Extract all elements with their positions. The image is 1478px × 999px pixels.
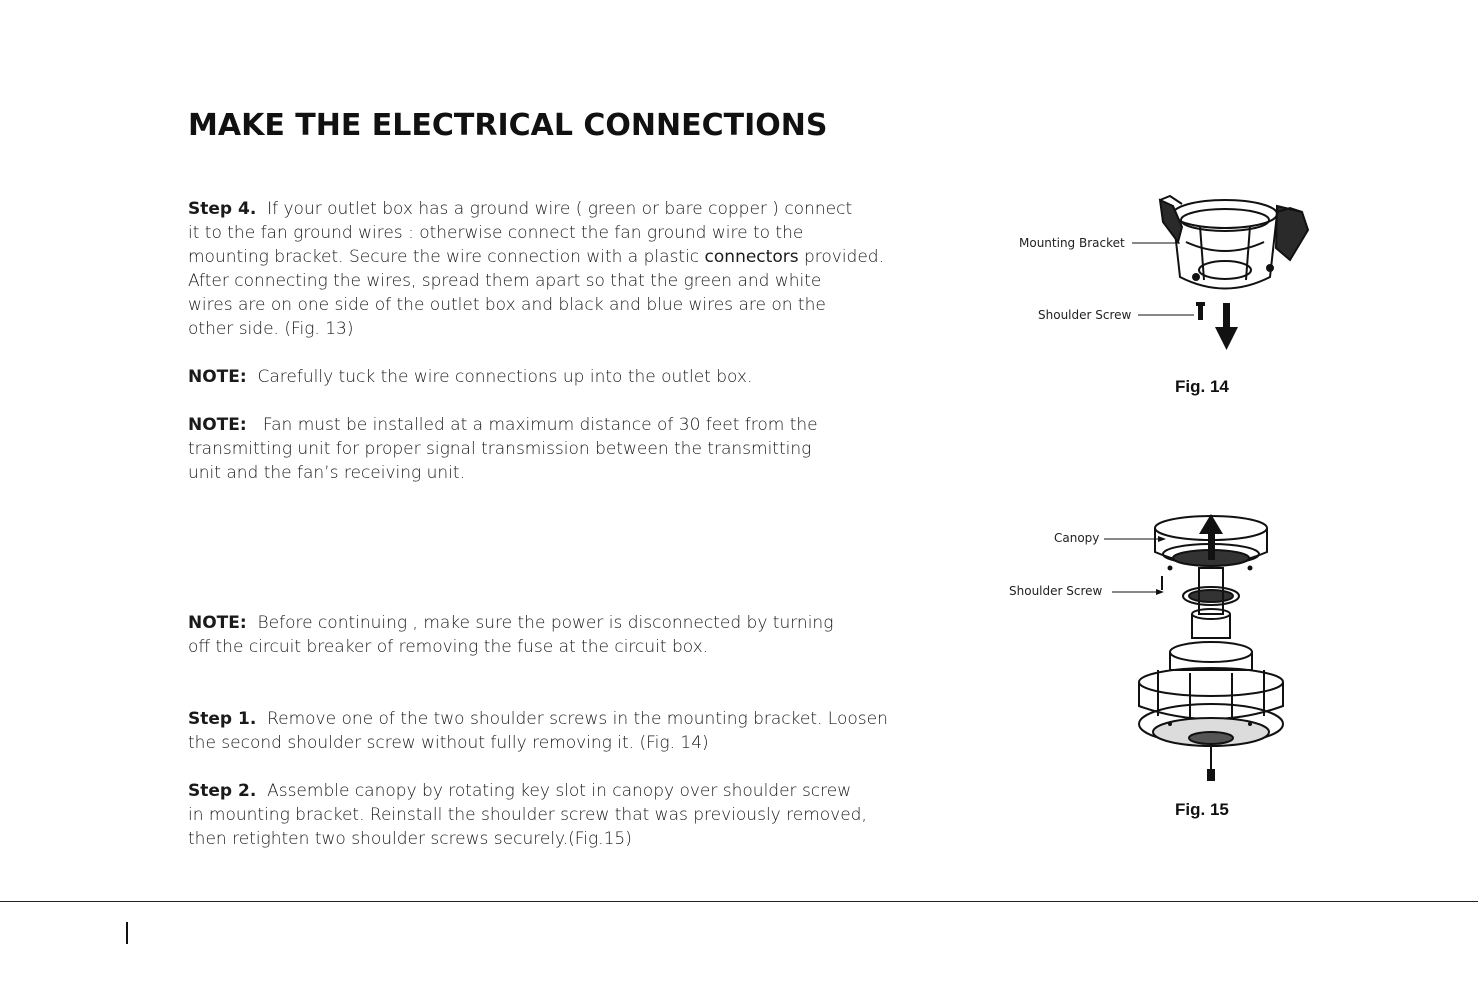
step4-line-1: If your outlet box has a ground wire ( g… [267,199,853,219]
note2-paragraph: NOTE: Fan must be installed at a maximum… [188,413,948,485]
note1-paragraph: NOTE: Carefully tuck the wire connection… [188,365,948,389]
step1-line-2: the second shoulder screw without fully … [188,733,709,753]
shoulder-screw-shape [1198,302,1203,320]
note2-line-2: transmitting unit for proper signal tran… [188,439,812,459]
step4-line-4: After connecting the wires, spread them … [188,271,822,291]
note2-line-1: Fan must be installed at a maximum dista… [262,415,818,435]
leader-line [1112,589,1164,595]
step4-bold-word: connectors [704,247,799,267]
note1-text: Carefully tuck the wire connections up i… [257,367,753,387]
step2-paragraph: Step 2. Assemble canopy by rotating key … [188,779,948,851]
note1-label: NOTE: [188,367,247,387]
step4-line-6: other side. (Fig. 13) [188,319,354,339]
step4-line-3: mounting bracket. Secure the wire connec… [188,247,705,267]
step1-line-1: Remove one of the two shoulder screws in… [267,709,888,729]
callout-canopy: Canopy [1054,531,1100,545]
callout-mounting-bracket: Mounting Bracket [1019,236,1125,250]
step1-paragraph: Step 1. Remove one of the two shoulder s… [188,707,948,755]
arrow-down-icon [1215,327,1238,350]
step2-line-2: in mounting bracket. Reinstall the shoul… [188,805,867,825]
step4-line-5: wires are on one side of the outlet box … [188,295,826,315]
mounting-bracket-illustration [1158,194,1310,350]
step4-paragraph: Step 4. If your outlet box has a ground … [188,197,948,341]
note3-line-2: off the circuit breaker of removing the … [188,637,709,657]
callout-shoulder-screw-fig14: Shoulder Screw [1038,308,1132,322]
step4-line-3-tail: provided. [798,247,885,267]
page-marker [126,922,128,944]
leader-line [1132,242,1180,244]
step2-line-1: Assemble canopy by rotating key slot in … [267,781,852,801]
arrow-up-icon [1199,514,1223,534]
fig14-label: Fig. 14 [1175,377,1229,396]
note2-line-3: unit and the fan’s receiving unit. [188,463,465,483]
page-title: MAKE THE ELECTRICAL CONNECTIONS [188,108,828,143]
step4-label: Step 4. [188,199,257,219]
canopy-assembly-illustration [1138,514,1284,781]
note3-line-1: Before continuing , make sure the power … [257,613,834,633]
step2-label: Step 2. [188,781,257,801]
note2-label: NOTE: [188,415,247,435]
leader-line [1138,314,1194,316]
note3-paragraph: NOTE: Before continuing , make sure the … [188,611,948,659]
footer-divider [0,901,1478,902]
step4-line-2: it to the fan ground wires : otherwise c… [188,223,804,243]
note3-label: NOTE: [188,613,247,633]
step2-line-3: then retighten two shoulder screws secur… [188,829,632,849]
step1-label: Step 1. [188,709,257,729]
fig15-label: Fig. 15 [1175,800,1229,819]
leader-line [1104,536,1166,542]
callout-shoulder-screw-fig15: Shoulder Screw [1009,584,1103,598]
